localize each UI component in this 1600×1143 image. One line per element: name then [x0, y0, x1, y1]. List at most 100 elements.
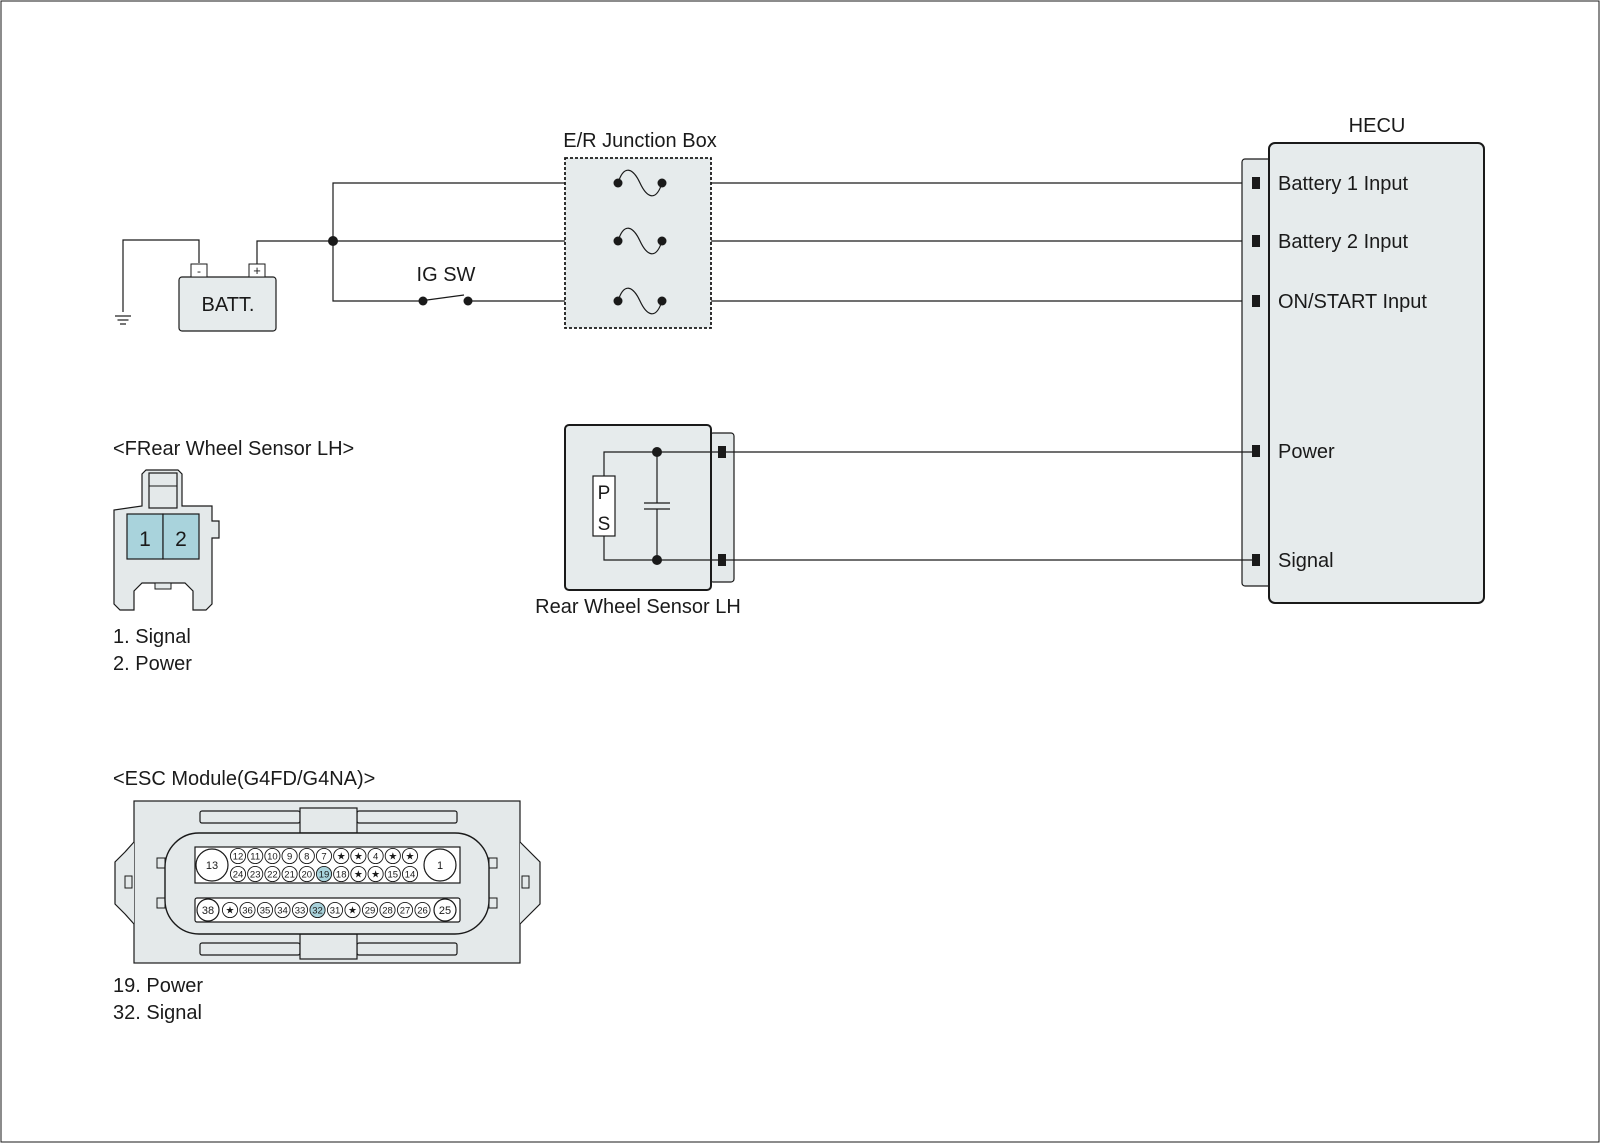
esc-pin-label: ★: [348, 906, 357, 917]
splice-dot: [328, 236, 338, 246]
fuse-3: [613, 287, 667, 315]
esc-pin-label: 22: [267, 870, 278, 881]
esc-legend-2: 32. Signal: [113, 1002, 202, 1024]
esc-pin: [326, 901, 344, 919]
esc-pin-1: 1: [437, 860, 443, 872]
esc-pin-label: 4: [373, 852, 378, 863]
sensor-label: Rear Wheel Sensor LH: [535, 596, 741, 618]
esc-pin-label: 27: [400, 906, 411, 917]
esc-pin: [401, 865, 419, 883]
esc-pin: [281, 847, 298, 865]
sensor-s-label: S: [598, 514, 611, 535]
rear-wheel-sensor: P S Rear Wheel Sensor LH: [535, 424, 741, 618]
esc-pin-label: ★: [388, 852, 397, 863]
esc-pin: [309, 901, 326, 919]
rear-sensor-connector-view: <FRear Wheel Sensor LH> 1 2 1. Signal 2.…: [113, 438, 354, 675]
esc-connector-title: <ESC Module(G4FD/G4NA)>: [113, 768, 375, 790]
esc-pin-label: 26: [417, 906, 428, 917]
esc-pin-label: 29: [365, 906, 376, 917]
esc-pin-label: 18: [336, 870, 347, 881]
junction-box: E/R Junction Box: [563, 130, 717, 329]
hecu-pin-battery2-label: Battery 2 Input: [1278, 231, 1409, 253]
esc-pin-label: ★: [337, 852, 346, 863]
sensor-element: [592, 475, 616, 537]
esc-pin: [414, 901, 431, 919]
ground-symbol: [115, 239, 200, 325]
esc-pin-label: 32: [312, 906, 323, 917]
esc-pin: [384, 865, 401, 883]
esc-pin-label: 31: [330, 906, 341, 917]
esc-pin: [298, 847, 315, 865]
esc-pin: [256, 901, 274, 919]
esc-pin-label: 10: [267, 852, 278, 863]
esc-pin-label: ★: [354, 852, 363, 863]
esc-pin: [350, 847, 367, 865]
esc-pin-label: ★: [371, 870, 380, 881]
pin-2: [162, 513, 200, 560]
pin-2-label: 2: [175, 528, 187, 551]
esc-pin-label: 20: [302, 870, 313, 881]
hecu-pin-terminal: [1252, 445, 1260, 457]
esc-pin: [367, 847, 384, 865]
esc-pin-13: 13: [206, 860, 218, 872]
esc-pin-label: 23: [250, 870, 261, 881]
esc-pin-label: 28: [382, 906, 393, 917]
esc-pin-label: 8: [304, 852, 309, 863]
esc-pin-label: 36: [242, 906, 253, 917]
esc-pin: [361, 901, 379, 919]
esc-pin: [264, 847, 281, 865]
esc-pin: [298, 865, 315, 883]
esc-legend-1: 19. Power: [113, 975, 203, 997]
fuse-2: [613, 227, 667, 255]
esc-pin-label: 24: [233, 870, 244, 881]
esc-pin-label: 15: [388, 870, 399, 881]
esc-pin: [221, 901, 239, 919]
hecu-pin-terminal: [1252, 554, 1260, 566]
esc-pin-label: 33: [295, 906, 306, 917]
battery-label: BATT.: [202, 294, 255, 316]
esc-pin-label: 7: [321, 852, 326, 863]
esc-pin: [350, 865, 367, 883]
hecu-pin-terminal: [1252, 177, 1260, 189]
esc-pin: [281, 865, 298, 883]
hecu-pin-terminal: [1252, 235, 1260, 247]
esc-pin: [274, 901, 291, 919]
esc-pin-label: ★: [406, 852, 415, 863]
sensor-wires: [726, 451, 1252, 561]
esc-pin-label: 34: [277, 906, 288, 917]
esc-pin: [333, 847, 350, 865]
esc-pin-label: ★: [354, 870, 363, 881]
esc-pin-label: 12: [233, 852, 244, 863]
esc-pin-label: 35: [260, 906, 271, 917]
esc-pin: [344, 901, 361, 919]
esc-pin-row-3: ★ 36 35 34 33 32 31 ★ 29 28 27 26: [221, 901, 431, 919]
hecu-pin-signal-label: Signal: [1278, 550, 1334, 572]
esc-pin-label: ★: [226, 906, 235, 917]
hecu-connector: [1241, 158, 1273, 587]
esc-pin: [315, 865, 333, 883]
esc-pin-label: 19: [319, 870, 330, 881]
esc-pin: [401, 847, 419, 865]
hecu-pin-onstart-label: ON/START Input: [1278, 291, 1427, 313]
esc-pin: [239, 901, 256, 919]
esc-pin: [384, 847, 401, 865]
rear-sensor-legend-2: 2. Power: [113, 653, 192, 675]
esc-pin: [247, 865, 264, 883]
esc-pin-38: 38: [202, 905, 214, 917]
esc-pin-label: 14: [405, 870, 416, 881]
esc-pin-label: 11: [250, 852, 260, 863]
hecu-pin-terminal: [1252, 295, 1260, 307]
esc-pin-25: 25: [439, 905, 451, 917]
esc-pin: [367, 865, 384, 883]
fuse-1: [613, 169, 667, 197]
sensor-p-label: P: [598, 483, 611, 504]
battery: - + BATT.: [178, 263, 277, 332]
esc-pin: [333, 865, 350, 883]
hecu-pin-battery1-label: Battery 1 Input: [1278, 173, 1409, 195]
junction-box-title: E/R Junction Box: [563, 130, 716, 152]
hecu-pin-power-label: Power: [1278, 441, 1335, 463]
esc-pin: [315, 847, 333, 865]
